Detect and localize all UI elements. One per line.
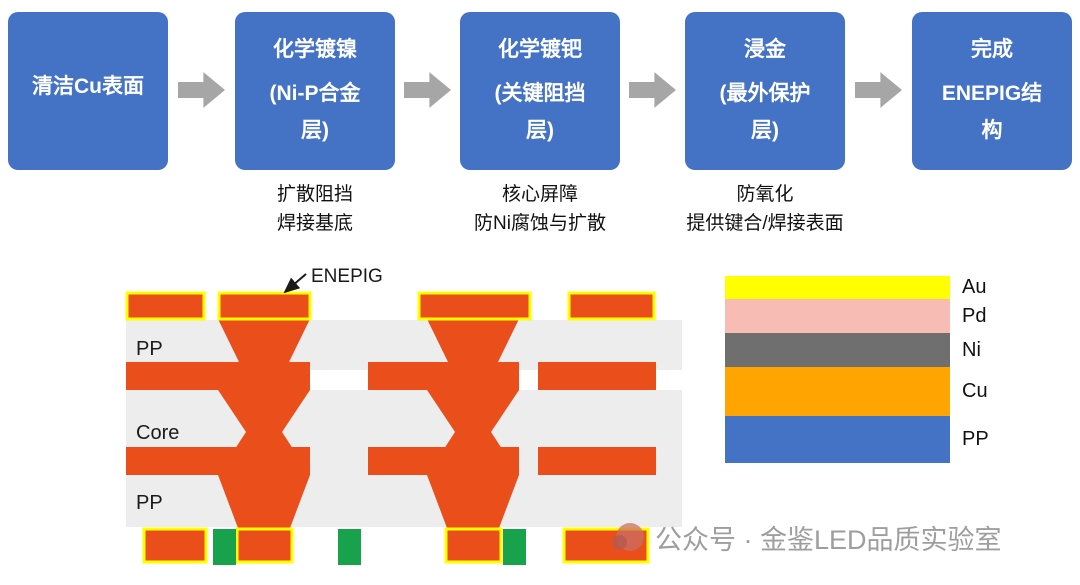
note-line: 防Ni腐蚀与扩散	[474, 213, 606, 235]
flow-step-text: 化学镀钯	[498, 38, 582, 62]
legend-label-cu: Cu	[962, 380, 988, 402]
flow-arrow-icon	[855, 72, 902, 108]
legend-row-cu: Cu	[725, 367, 989, 416]
copper-via	[218, 319, 310, 528]
dielectric-layers	[126, 320, 682, 527]
flow-step-text: ENEPIG结	[941, 82, 1043, 106]
copper-via	[427, 319, 519, 528]
step-note-gold: 防氧化 提供键合/焊接表面	[615, 180, 915, 239]
note-line: 提供键合/焊接表面	[686, 213, 844, 235]
flow-step-text: 完成	[971, 38, 1013, 62]
enepig-callout-arrow	[283, 273, 307, 294]
flow-step-clean-cu: 清洁Cu表面	[8, 12, 168, 170]
copper-traces	[126, 362, 656, 475]
note-line: 扩散阻挡	[276, 184, 353, 205]
flow-step-text: 浸金	[744, 38, 786, 62]
legend-label-pp: PP	[962, 428, 989, 450]
legend-row-pd: Pd	[725, 299, 989, 333]
legend-label-pd: Pd	[962, 304, 987, 327]
flow-arrow-icon	[629, 72, 676, 108]
layer-label-core: Core	[136, 422, 179, 444]
flow-step-text: 化学镀镍	[273, 38, 357, 62]
note-line: 核心屏障	[501, 184, 578, 205]
legend-row-pp: PP	[725, 416, 989, 463]
pcb-cross-section: PP Core PP ENEPIG	[125, 266, 682, 565]
flow-step-palladium: 化学镀钯 (关键阻挡 层)	[460, 12, 620, 170]
step-note-nickel: 扩散阻挡 焊接基底	[205, 180, 425, 239]
enepig-callout-label: ENEPIG	[311, 266, 383, 287]
flow-arrow-icon	[404, 72, 451, 108]
flow-step-text: (关键阻挡	[494, 82, 586, 106]
flow-step-text: (Ni-P合金	[269, 82, 361, 106]
legend-swatch-au	[725, 276, 950, 299]
legend-label-ni: Ni	[962, 338, 981, 361]
watermark: 公众号 · 金鉴LED品质实验室	[612, 518, 1002, 557]
watermark-logo-icon	[612, 522, 646, 554]
flow-step-text: 层)	[301, 118, 329, 142]
legend-row-au: Au	[725, 276, 989, 299]
legend-swatch-ni	[725, 333, 950, 367]
layer-stack-legend: Au Pd Ni Cu PP	[725, 276, 989, 463]
layer-label-pp-bottom: PP	[136, 492, 163, 514]
flow-step-text: 层)	[526, 118, 554, 142]
note-line: 焊接基底	[276, 213, 353, 235]
flow-step-text: 清洁Cu表面	[32, 75, 144, 99]
layer-label-pp-top: PP	[136, 338, 163, 360]
legend-label-au: Au	[962, 276, 987, 298]
step-note-palladium: 核心屏障 防Ni腐蚀与扩散	[420, 180, 660, 239]
flow-step-text: (最外保护	[719, 82, 811, 106]
legend-swatch-cu	[725, 367, 950, 416]
legend-swatch-pd	[725, 299, 950, 333]
watermark-text: 公众号 · 金鉴LED品质实验室	[655, 525, 1002, 555]
legend-swatch-pp	[725, 416, 950, 463]
enepig-top-pads	[125, 291, 656, 321]
flow-step-text: 层)	[751, 118, 779, 142]
flow-step-nickel: 化学镀镍 (Ni-P合金 层)	[235, 12, 395, 170]
flow-step-complete: 完成 ENEPIG结 构	[912, 12, 1072, 170]
flow-arrow-icon	[178, 72, 225, 108]
legend-row-ni: Ni	[725, 333, 989, 367]
note-line: 防氧化	[736, 184, 794, 205]
flow-step-text: 构	[981, 118, 1003, 142]
flow-step-gold: 浸金 (最外保护 层)	[685, 12, 845, 170]
solder-mask-blocks	[213, 529, 526, 565]
